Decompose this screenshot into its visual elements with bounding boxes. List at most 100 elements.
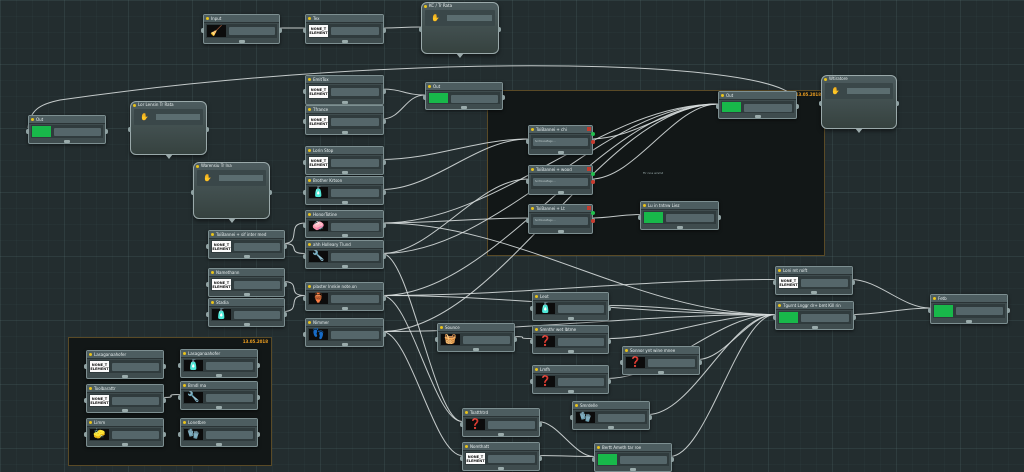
output-port[interactable]: [284, 243, 287, 249]
node-value-field[interactable]: [112, 397, 159, 405]
node-header[interactable]: Out: [29, 116, 105, 124]
input-port[interactable]: [303, 253, 306, 259]
input-port[interactable]: [303, 119, 306, 124]
connection-wire[interactable]: [606, 314, 776, 339]
node-value-field[interactable]: [331, 253, 379, 261]
graph-node[interactable]: Lonetbre🧤: [178, 418, 260, 447]
node-value-field[interactable]: [620, 456, 667, 464]
node-header[interactable]: Brndl ma: [181, 382, 257, 390]
node-value-field[interactable]: [229, 27, 275, 35]
output-port[interactable]: [896, 101, 899, 106]
node-footer-handle[interactable]: [676, 226, 683, 229]
node-value-field[interactable]: [558, 338, 604, 346]
node-value-field[interactable]: [558, 305, 604, 313]
graph-node[interactable]: Smnthr wet lbtme❓: [530, 325, 611, 354]
node-footer-handle[interactable]: [122, 409, 128, 412]
green-output-port[interactable]: [591, 132, 595, 136]
graph-node[interactable]: plaster Innkie note.on🏺: [303, 282, 386, 311]
node-value-field[interactable]: [666, 214, 714, 222]
input-port[interactable]: [928, 308, 931, 313]
node-header[interactable]: Brother Krtson: [306, 177, 383, 185]
node-value-field[interactable]: [206, 394, 253, 402]
node-value-field[interactable]: [331, 88, 379, 96]
node-value-field[interactable]: [801, 279, 848, 287]
input-port[interactable]: [303, 331, 306, 337]
input-port[interactable]: [620, 359, 623, 365]
output-port[interactable]: [279, 28, 282, 33]
node-footer-handle[interactable]: [122, 443, 128, 446]
output-port[interactable]: [383, 253, 386, 259]
input-port[interactable]: [26, 128, 29, 134]
bubble-value-field[interactable]: [847, 88, 890, 94]
comment-bubble-node[interactable]: KC / Tr Rata✋: [419, 2, 501, 58]
output-port[interactable]: [514, 336, 517, 342]
connection-wire[interactable]: [606, 305, 776, 315]
node-header[interactable]: Sounce: [438, 324, 514, 332]
output-port[interactable]: [608, 305, 611, 311]
input-port[interactable]: [303, 223, 306, 228]
node-value-field[interactable]: [331, 27, 379, 35]
node-footer-handle[interactable]: [216, 443, 222, 446]
node-header[interactable]: ToiBannei + Lt: [529, 205, 592, 213]
output-port[interactable]: [852, 279, 855, 285]
output-port[interactable]: [608, 338, 611, 344]
input-port[interactable]: [419, 27, 422, 32]
output-port[interactable]: [502, 95, 505, 100]
node-footer-handle[interactable]: [341, 265, 348, 268]
node-footer-handle[interactable]: [341, 201, 348, 204]
node-footer-handle[interactable]: [658, 371, 664, 374]
graph-node[interactable]: Tgurnt Lnggr dr+ bmt Kill rin: [773, 301, 856, 330]
node-value-field[interactable]: [331, 223, 379, 231]
graph-node[interactable]: Bertt Ameth tar roe: [592, 443, 674, 472]
node-footer-handle[interactable]: [216, 406, 222, 409]
node-value-field[interactable]: [234, 243, 280, 251]
node-header[interactable]: Toatthtrd: [463, 409, 539, 417]
node-footer-handle[interactable]: [608, 426, 614, 429]
node-footer-handle[interactable]: [341, 131, 348, 134]
node-value-field[interactable]: [206, 431, 253, 439]
node-value-field[interactable]: [331, 295, 379, 303]
node-header[interactable]: Limm: [87, 419, 163, 427]
input-port[interactable]: [592, 456, 595, 462]
node-value-field[interactable]: [331, 189, 379, 197]
connection-wire[interactable]: [282, 295, 306, 312]
input-port[interactable]: [84, 397, 87, 403]
input-port[interactable]: [128, 127, 131, 132]
output-port[interactable]: [699, 359, 702, 365]
node-footer-handle[interactable]: [557, 151, 564, 154]
output-port[interactable]: [383, 189, 386, 195]
node-header[interactable]: ToiBannei + wood: [529, 166, 592, 174]
connection-wire[interactable]: [537, 455, 595, 457]
bubble-value-field[interactable]: [447, 15, 492, 21]
node-header[interactable]: Namethann: [209, 269, 284, 277]
node-header[interactable]: Lmfh: [533, 366, 608, 374]
node-value-field[interactable]: Sortmaneflage ...: [533, 217, 588, 225]
node-value-field[interactable]: [558, 378, 604, 386]
graph-node[interactable]: Lmfh❓: [530, 365, 611, 394]
graph-node[interactable]: HonorTotine🧼: [303, 210, 386, 238]
input-port[interactable]: [773, 279, 776, 285]
graph-node[interactable]: Brndl ma🔧: [178, 381, 260, 410]
node-header[interactable]: Lasaganaahofer: [87, 351, 163, 359]
connection-wire[interactable]: [697, 314, 776, 360]
input-port[interactable]: [423, 95, 426, 100]
input-port[interactable]: [84, 431, 87, 437]
input-port[interactable]: [570, 414, 573, 420]
node-footer-handle[interactable]: [461, 106, 467, 109]
node-footer-handle[interactable]: [341, 171, 348, 174]
node-footer-handle[interactable]: [811, 326, 818, 329]
node-footer-handle[interactable]: [341, 234, 348, 237]
node-footer-handle[interactable]: [64, 140, 70, 143]
node-footer-handle[interactable]: [341, 343, 348, 346]
connection-wire[interactable]: [851, 307, 931, 315]
graph-node[interactable]: Out: [423, 82, 505, 110]
node-footer-handle[interactable]: [216, 374, 222, 377]
